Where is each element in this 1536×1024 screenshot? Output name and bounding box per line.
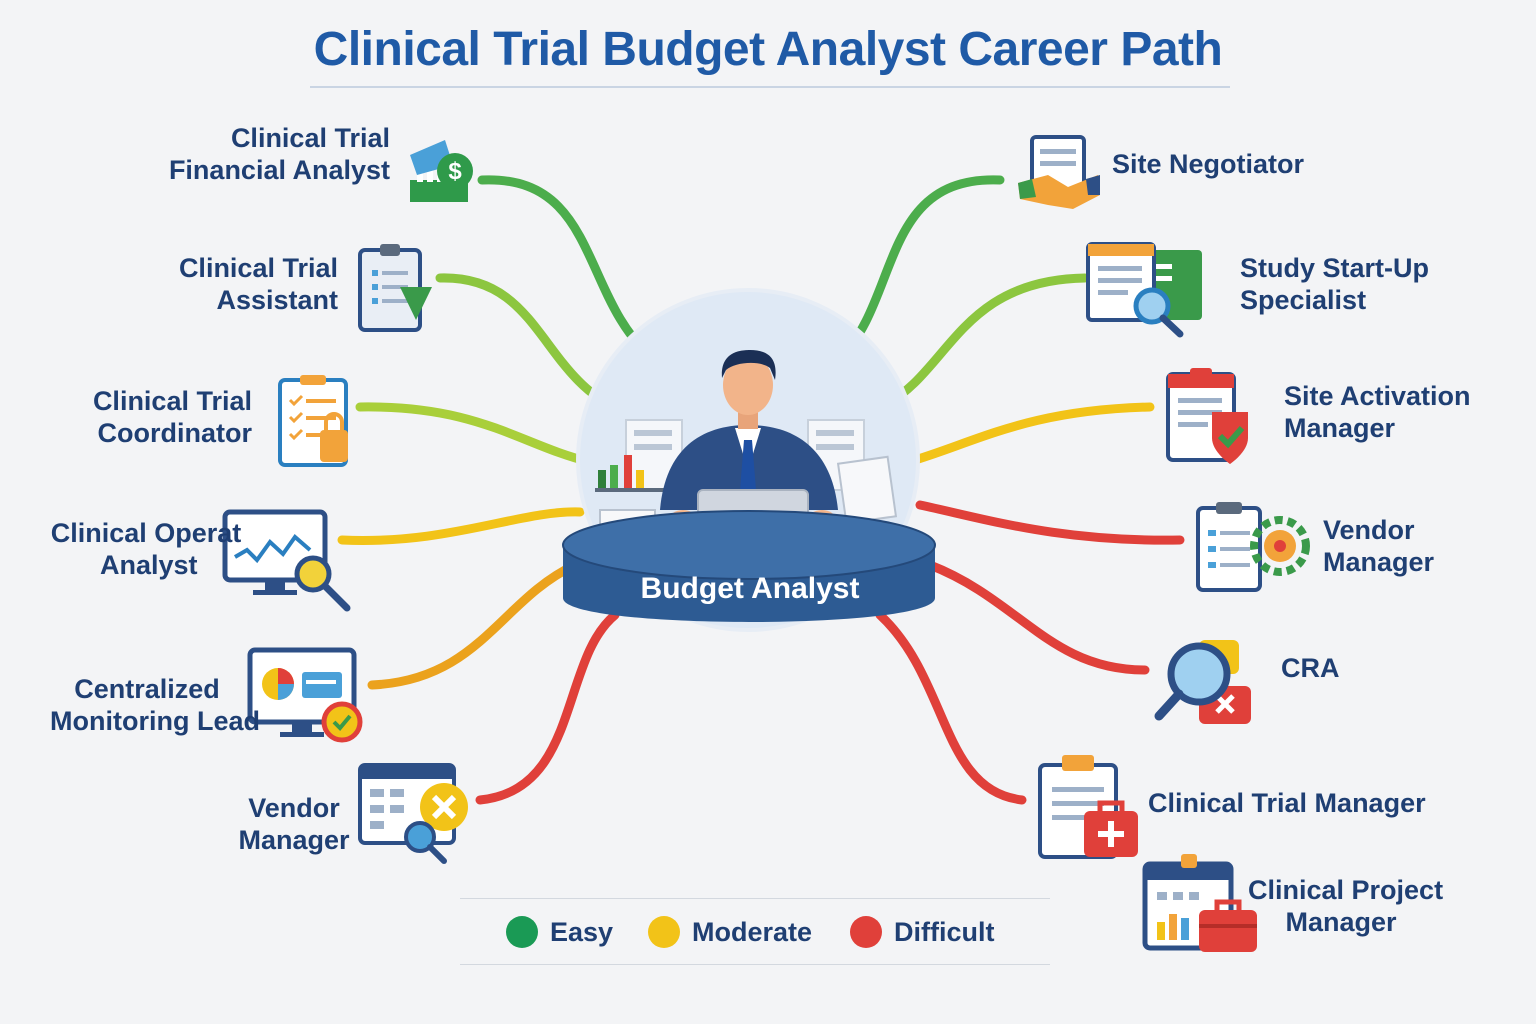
clipboard-shield-check-icon [1166,368,1248,464]
title-divider [310,86,1230,88]
role-label-line: CRA [1281,653,1340,683]
legend-dot-difficult [850,916,882,948]
connector-right-2 [880,273,1090,410]
role-cra: CRA [1281,652,1381,684]
connector-left-3 [355,402,595,467]
connector-left-5 [367,560,580,690]
checklist-lock-icon [278,375,348,467]
connector-right-6 [875,610,1027,805]
role-label-line: Clinical Operat [50,518,242,548]
clipboard-medical-bag-icon [1038,755,1138,859]
connector-right-4 [915,500,1185,545]
role-label-line: Site Activation [1284,381,1471,411]
connector-left-1 [477,175,660,365]
role-clinical-trial-assistant: Clinical Trial Assistant [150,252,338,316]
role-label-line: Vendor [1323,515,1415,545]
center-role-label: Budget Analyst [640,572,860,605]
finance-chart-dollar-icon: $ [410,140,473,202]
clipboard-checklist-icon [358,244,432,332]
connector-left-4 [337,507,585,545]
svg-text:$: $ [448,158,462,185]
role-vendor-manager-right: Vendor Manager [1323,514,1473,578]
role-centralized-monitoring-lead: Centralized Monitoring Lead [50,673,260,737]
role-label-line: Clinical Trial [178,253,338,283]
calendar-briefcase-icon [1142,854,1257,952]
legend-label-difficult: Difficult [894,916,995,947]
legend-label-easy: Easy [550,916,614,947]
page-title: Clinical Trial Budget Analyst Career Pat… [313,23,1223,76]
role-clinical-trial-manager: Clinical Trial Manager [1148,787,1438,819]
role-label-line: Monitoring Lead [50,706,260,736]
role-label-line: Study Start-Up [1240,253,1429,283]
role-label-line: Manager [1323,547,1435,577]
monitor-pie-chart-icon [247,647,363,743]
role-label-line: Financial Analyst [168,155,390,185]
role-label-line: Manager [1284,413,1396,443]
legend-item-moderate: Moderate [648,912,812,952]
role-label-line: Clinical Trial [92,386,252,416]
connector-right-5 [925,560,1150,675]
legend-item-easy: Easy [506,912,613,952]
role-clinical-trial-financial-analyst: Clinical Trial Financial Analyst [150,122,390,186]
role-clinical-operations-analyst: Clinical Operat Analyst [46,517,246,581]
magnifier-chat-icon [1154,640,1251,724]
calculator-magnifier-icon [358,763,468,864]
connector-right-1 [835,175,1005,363]
role-label-line: Analyst [100,550,198,580]
legend-label-moderate: Moderate [692,916,813,947]
monitor-chart-magnifier-icon [222,509,351,612]
role-study-start-up-specialist: Study Start-Up Specialist [1240,252,1440,316]
role-vendor-manager-left: Vendor Manager [234,792,354,856]
role-clinical-trial-coordinator: Clinical Trial Coordinator [60,385,252,449]
role-clinical-project-manager: Clinical Project Manager [1248,874,1444,938]
center-hub [562,288,936,632]
clipboard-gear-icon [1196,502,1310,592]
role-site-activation-manager: Site Activation Manager [1284,380,1484,444]
role-label-line: Clinical Trial [230,123,390,153]
documents-magnifier-icon [1086,242,1202,338]
connector-right-3 [910,402,1155,465]
role-site-negotiator: Site Negotiator [1112,148,1312,180]
legend-dot-easy [506,916,538,948]
legend-item-difficult: Difficult [850,912,995,952]
handshake-icon [1018,135,1100,209]
role-label-line: Clinical Trial Manager [1148,788,1426,818]
role-label-line: Manager [238,825,350,855]
legend-bottom-divider [460,964,1050,965]
role-label-line: Clinical Project [1248,875,1444,905]
role-label-line: Site Negotiator [1112,149,1305,179]
role-label-line: Manager [1285,907,1397,937]
legend-dot-moderate [648,916,680,948]
role-label-line: Coordinator [97,418,253,448]
connector-left-6 [475,610,620,805]
legend-top-divider [460,898,1050,899]
role-label-line: Specialist [1240,285,1367,315]
role-label-line: Vendor [248,793,340,823]
role-label-line: Centralized [74,674,220,704]
role-label-line: Assistant [216,285,338,315]
